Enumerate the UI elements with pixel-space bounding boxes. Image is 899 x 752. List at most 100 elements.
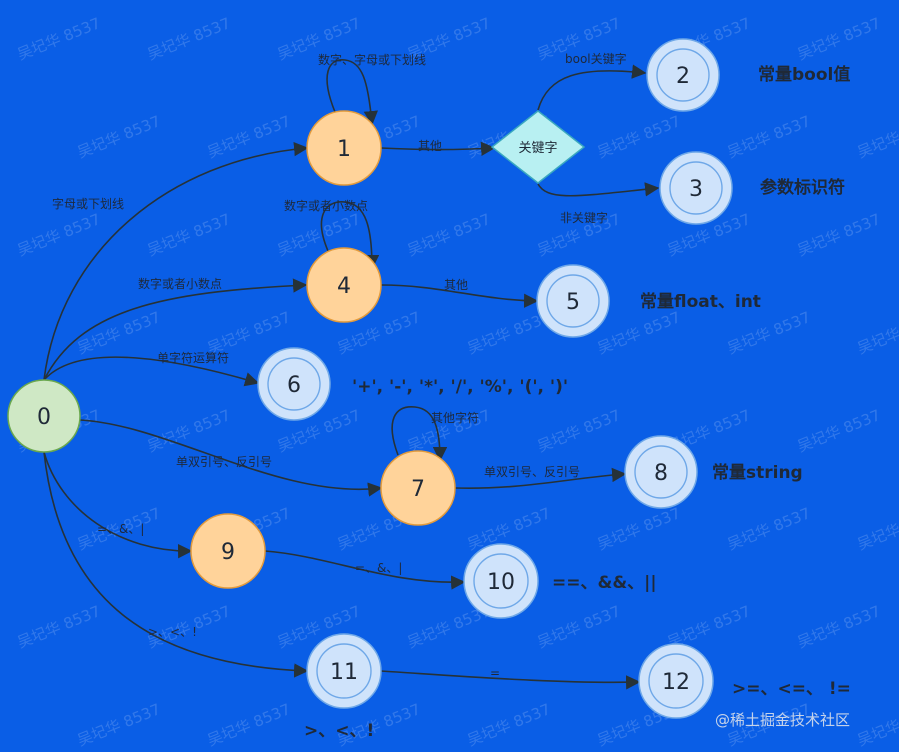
watermark-tile: 吴圮华 8537 <box>725 504 813 554</box>
edge-label-0-9: =、&、| <box>97 522 144 536</box>
state-circle <box>463 543 539 619</box>
edge-label-0-6: 单字符运算符 <box>157 350 229 365</box>
state-label: 9 <box>221 540 235 565</box>
state-node-6: 6 <box>257 347 331 421</box>
edge-9-10 <box>264 550 466 590</box>
token-note-n3: 参数标识符 <box>760 177 845 198</box>
watermark-tile: 吴圮华 8537 <box>405 210 493 260</box>
state-node-kw: 关键字 <box>490 110 586 184</box>
watermark-tile: 吴圮华 8537 <box>855 504 899 554</box>
edge-1-kw <box>380 141 496 156</box>
watermark-tile: 吴圮华 8537 <box>795 406 883 456</box>
state-circle <box>306 110 382 186</box>
edge-kw-3 <box>537 182 660 197</box>
state-label: 6 <box>287 373 301 398</box>
edge-label-kw-3: 非关键字 <box>560 210 608 225</box>
edge-layer: 字母或下划线数字、字母或下划线其他bool关键字非关键字数字或者小数点数字或者小… <box>43 51 660 690</box>
state-node-9: 9 <box>190 513 266 589</box>
watermark-tile: 吴圮华 8537 <box>535 406 623 456</box>
token-note-n8: 常量string <box>712 462 803 483</box>
edge-0-11 <box>43 451 309 678</box>
state-label: 1 <box>337 137 351 162</box>
state-label: 7 <box>411 477 425 502</box>
edge-0-9 <box>43 451 193 559</box>
edge-1-1 <box>326 59 378 126</box>
state-circle <box>306 633 382 709</box>
edge-label-0-7: 单双引号、反引号 <box>176 455 272 469</box>
edge-4-5 <box>380 284 539 308</box>
accept-ring <box>546 274 600 328</box>
accept-ring <box>473 553 529 609</box>
state-label: 2 <box>676 64 690 89</box>
edge-label-4-4: 数字或者小数点 <box>284 198 368 213</box>
watermark-tile: 吴圮华 8537 <box>595 504 683 554</box>
edge-4-4 <box>320 201 380 270</box>
accept-ring <box>669 161 723 215</box>
watermark-tile: 吴圮华 8537 <box>145 406 233 456</box>
state-node-1: 1 <box>306 110 382 186</box>
accept-ring <box>267 357 321 411</box>
watermark-tile: 吴圮华 8537 <box>465 700 553 750</box>
edge-label-7-7: 其他字符 <box>431 410 479 425</box>
edge-11-12 <box>380 670 641 690</box>
edge-label-11-12: = <box>490 666 500 680</box>
edge-0-7 <box>79 419 383 497</box>
token-note-n12: >=、<=、 != <box>732 679 851 699</box>
watermark-tile: 吴圮华 8537 <box>15 602 103 652</box>
watermark-tile: 吴圮华 8537 <box>205 112 293 162</box>
watermark-tile: 吴圮华 8537 <box>795 602 883 652</box>
edge-kw-2 <box>537 64 647 111</box>
state-label: 4 <box>337 274 351 299</box>
state-circle <box>638 643 714 719</box>
watermark-tile: 吴圮华 8537 <box>595 308 683 358</box>
watermark-tile: 吴圮华 8537 <box>15 210 103 260</box>
edge-label-0-1: 字母或下划线 <box>52 196 124 211</box>
state-node-7: 7 <box>380 450 456 526</box>
accept-ring <box>648 653 704 709</box>
accept-ring <box>316 643 372 699</box>
token-note-n2: 常量bool值 <box>758 64 850 85</box>
state-circle <box>190 513 266 589</box>
watermark-tile: 吴圮华 8537 <box>725 308 813 358</box>
state-node-0: 0 <box>7 379 81 453</box>
state-label: 0 <box>37 405 51 430</box>
state-node-12: 12 <box>638 643 714 719</box>
state-node-5: 5 <box>536 264 610 338</box>
state-node-3: 3 <box>659 151 733 225</box>
state-circle <box>380 450 456 526</box>
edge-0-6 <box>43 356 260 387</box>
edge-0-4 <box>43 278 308 381</box>
watermark-tile: 吴圮华 8537 <box>855 700 899 750</box>
watermark-tile: 吴圮华 8537 <box>75 112 163 162</box>
state-node-11: 11 <box>306 633 382 709</box>
token-note-n11: >、<、! <box>304 721 374 741</box>
accept-ring <box>634 445 688 499</box>
watermark-tile: 吴圮华 8537 <box>75 700 163 750</box>
watermark-tile: 吴圮华 8537 <box>855 308 899 358</box>
edge-label-1-kw: 其他 <box>418 139 442 153</box>
watermark-tile: 吴圮华 8537 <box>15 14 103 64</box>
state-circle <box>306 247 382 323</box>
edge-label-kw-2: bool关键字 <box>565 51 627 66</box>
state-label: 10 <box>487 570 515 595</box>
watermark-tile: 吴圮华 8537 <box>145 210 233 260</box>
watermark-tile: 吴圮华 8537 <box>795 14 883 64</box>
token-note-n6: '+', '-', '*', '/', '%', '(', ')' <box>352 377 568 397</box>
token-note-n10: ==、&&、|| <box>552 573 657 593</box>
edge-label-9-10: =、&、| <box>355 561 402 575</box>
state-node-2: 2 <box>646 38 720 112</box>
watermark-tile: 吴圮华 8537 <box>535 602 623 652</box>
edge-label-0-4: 数字或者小数点 <box>138 276 222 291</box>
edge-label-4-5: 其他 <box>444 278 468 292</box>
state-circle <box>7 379 81 453</box>
state-node-10: 10 <box>463 543 539 619</box>
edge-7-7 <box>391 406 448 462</box>
watermark-tile: 吴圮华 8537 <box>595 112 683 162</box>
edge-7-8 <box>454 467 627 490</box>
state-label: 5 <box>566 290 580 315</box>
state-label: 3 <box>689 177 703 202</box>
state-label: 11 <box>330 660 358 685</box>
state-node-8: 8 <box>624 435 698 509</box>
state-label: 8 <box>654 461 668 486</box>
